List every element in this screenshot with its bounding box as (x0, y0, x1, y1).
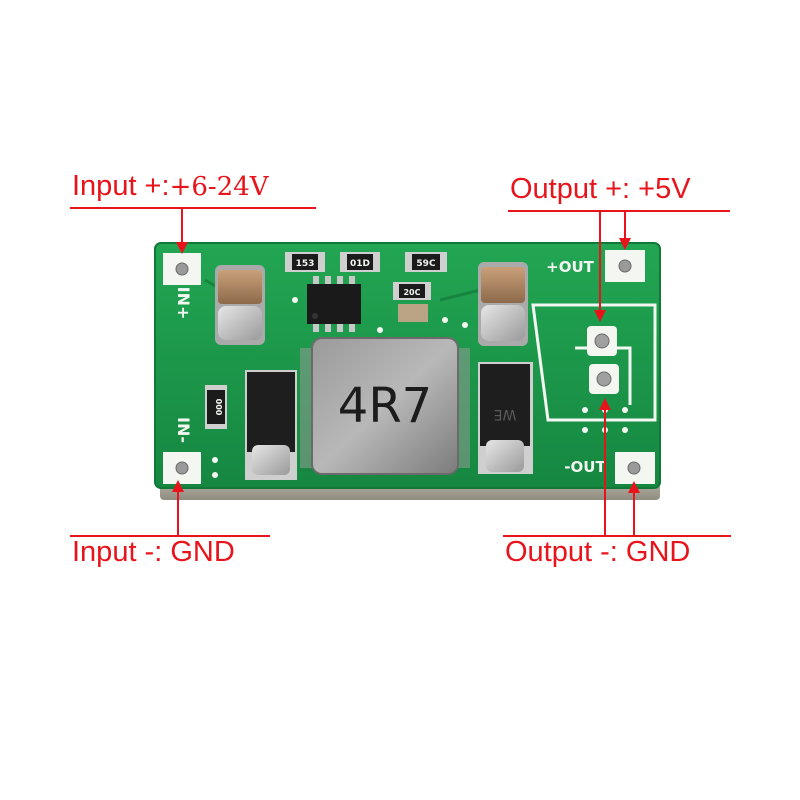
pad-in-minus (163, 452, 201, 484)
input-minus-underline (70, 535, 270, 537)
capacitor-right (478, 262, 528, 346)
input-minus-label: Input -: GND (72, 536, 235, 568)
hole-out-minus (589, 364, 619, 394)
res3-marking: 59C (416, 259, 436, 269)
input-plus-label: Input +:+6-24V (72, 172, 269, 201)
diode-marking: WE (494, 406, 517, 422)
diode-right: WE (478, 362, 533, 474)
output-silk-outline (531, 303, 657, 422)
output-minus-label: Output -: GND (505, 536, 691, 568)
res1-marking: 153 (296, 259, 315, 269)
inductor-marking: 4R7 (338, 378, 432, 434)
smd-resistor-5: 000 (205, 385, 227, 429)
silk-out-plus: +OUT (546, 258, 595, 276)
res2-marking: 01D (350, 259, 370, 269)
output-minus-underline (503, 535, 731, 537)
arrow-input-minus (172, 480, 184, 535)
inductor: 4R7 (300, 337, 470, 475)
silk-in-plus: IN+ (174, 287, 193, 320)
diode-left (245, 370, 297, 480)
res4-marking: 20C (403, 288, 420, 297)
arrow-output-minus-pad (628, 481, 640, 535)
res5-marking: 000 (214, 399, 223, 416)
hole-out-plus (587, 326, 617, 356)
pad-in-plus (163, 253, 201, 285)
pad-out-plus (605, 250, 645, 282)
arrow-input-plus (176, 208, 188, 254)
smd-resistor-2: 01D (340, 252, 380, 272)
pad-out-minus (615, 452, 655, 484)
silk-in-minus: IN- (174, 417, 193, 443)
output-plus-underline (508, 210, 730, 212)
smd-capacitor-small (398, 304, 428, 322)
silk-out-minus: -OUT (564, 458, 606, 476)
arrow-output-minus-hole (599, 398, 611, 535)
ic-chip (307, 276, 361, 332)
smd-resistor-1: 153 (285, 252, 325, 272)
smd-resistor-4: 20C (393, 282, 431, 300)
input-plus-underline (70, 207, 316, 209)
capacitor-left (215, 265, 265, 345)
output-plus-label: Output +: +5V (510, 173, 691, 205)
input-plus-voltage: +6-24V (169, 172, 269, 202)
arrow-output-plus-hole (594, 211, 606, 322)
input-plus-prefix: Input +: (72, 170, 170, 202)
arrow-output-plus-pad (619, 211, 631, 250)
smd-resistor-3: 59C (405, 252, 447, 272)
